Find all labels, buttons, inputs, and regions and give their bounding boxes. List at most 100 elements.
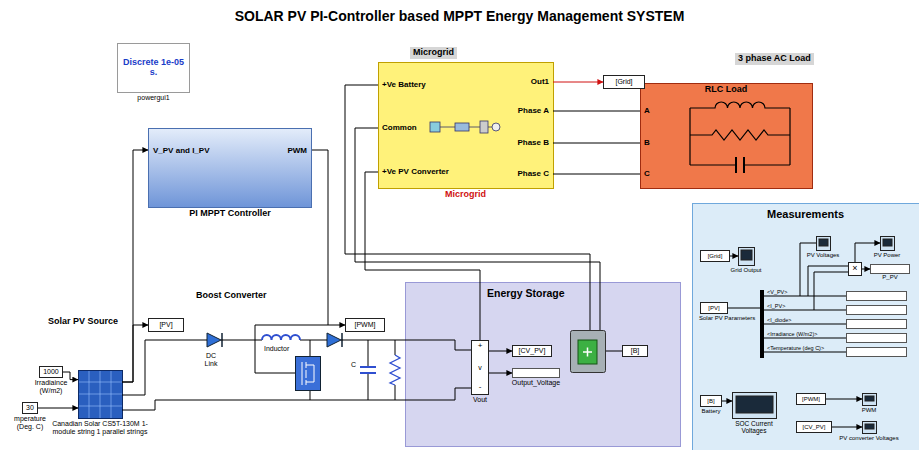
panel-fill	[379, 63, 919, 450]
goto-tag: [Grid]	[603, 75, 645, 89]
block-label: [B]	[707, 398, 714, 405]
scope-icon	[741, 250, 752, 260]
signal-connector	[122, 325, 148, 382]
annotation-label: Boost Converter	[196, 291, 267, 301]
rlc-load-block: 3 phase AC LoadRLC LoadABC	[640, 83, 812, 188]
block-label: [CV_PV]	[802, 424, 825, 431]
block-label: Solar PV Parameters	[699, 315, 755, 322]
scope-icon	[863, 422, 877, 434]
block-label: PWM	[862, 407, 877, 414]
annotation-label: <I_PV>	[767, 303, 785, 309]
block-label: Vout	[473, 396, 487, 404]
pv-panel-icon	[79, 371, 122, 418]
block-label: [CV_PV]	[519, 347, 546, 355]
rlc-symbol	[690, 102, 790, 173]
diode-symbol	[205, 333, 345, 347]
block-label: +	[478, 342, 483, 351]
block-label: A	[644, 107, 650, 116]
scope-icon	[865, 396, 874, 401]
block-label: Phase C	[517, 170, 549, 179]
microgrid-block: Microgrid+Ve BatteryCommon+Ve PV Convert…	[378, 62, 553, 188]
signal-connector	[826, 399, 862, 400]
goto-tag: [CV_PV]	[512, 345, 552, 357]
diode-symbol	[205, 340, 345, 341]
block-label: V_PV and I_PV	[153, 147, 209, 156]
block-label: 30	[26, 404, 34, 412]
block-label: PWM	[287, 147, 307, 156]
from-tag: [B]Battery	[700, 395, 722, 407]
goto-tag: [B]	[622, 345, 648, 357]
signal-connector	[38, 408, 78, 409]
scope-icon	[819, 239, 828, 246]
voltage-sensor: +v-Vout	[471, 340, 489, 395]
panel-fill	[379, 63, 554, 189]
signal-connector	[553, 82, 603, 83]
from-tag: [PV]Solar PV Parameters	[700, 302, 728, 314]
block-label: B	[644, 139, 650, 148]
block-label: Phase A	[518, 107, 549, 116]
rlc-symbol	[690, 102, 790, 108]
block-label: Grid Output	[730, 267, 761, 274]
battery-symbol	[583, 348, 592, 357]
scope-block: Grid Output	[738, 247, 754, 265]
product-block: ×	[848, 262, 862, 276]
circuit-wire	[400, 388, 471, 400]
display-block: Output_Voltage	[512, 368, 560, 378]
block-label: Microgrid	[410, 47, 457, 59]
microgrid-internals	[455, 123, 469, 131]
display-block	[847, 306, 907, 315]
block-label: [Grid]	[615, 78, 632, 86]
block-label: Output_Voltage	[512, 379, 560, 387]
annotation-label: C	[351, 361, 356, 369]
display-block: P_PV	[870, 264, 910, 274]
signal-connector	[312, 150, 345, 325]
pv-panel-icon	[79, 371, 123, 419]
circuit-wire	[345, 85, 590, 330]
constant-block: 30mperature (Deg. C)	[22, 402, 38, 414]
signal-connector	[832, 427, 862, 428]
circuit-wire	[728, 308, 760, 309]
inductor-symbol	[262, 335, 300, 340]
rlc-symbol	[736, 157, 744, 173]
circuit-wire	[122, 400, 400, 410]
battery-symbol	[571, 331, 606, 373]
block-label: Canadian Solar CS5T-130M 1-module string…	[50, 420, 150, 435]
diode-symbol	[207, 333, 221, 347]
battery-symbol	[571, 331, 606, 373]
display-block	[847, 348, 907, 357]
circuit-wire	[764, 296, 846, 352]
panel-fill	[641, 84, 813, 189]
block-label: P_PV	[882, 274, 897, 281]
constant-block: 1000Irradiaince (W/m2)	[39, 366, 63, 378]
microgrid-internals	[430, 122, 440, 132]
goto-tag: [PWM]	[345, 318, 385, 332]
block-label: 1000	[43, 368, 59, 376]
signal-connector	[63, 372, 78, 380]
block-label: Common	[382, 124, 417, 133]
rlc-symbol	[690, 108, 790, 165]
scope-icon	[817, 237, 831, 251]
block-label: Battery	[701, 408, 720, 415]
controller-block: V_PV and I_PVPWMPI MPPT Controller	[148, 128, 312, 208]
block-label: C	[644, 170, 650, 179]
goto-tag: [PV]	[148, 318, 184, 332]
solver-block: Discrete 1e-05 s.powergui1	[117, 43, 190, 93]
scope-icon	[883, 239, 892, 246]
scope-icon	[881, 237, 895, 251]
display-block	[847, 320, 907, 329]
block-label: [PV]	[708, 305, 719, 312]
block-label: [B]	[631, 347, 640, 355]
block-label: Energy Storage	[487, 288, 565, 300]
pv-array: Canadian Solar CS5T-130M 1-module string…	[78, 370, 122, 418]
resistor-symbol	[390, 355, 400, 385]
annotation-label: Solar PV Source	[48, 317, 118, 327]
block-label: Phase B	[517, 139, 549, 148]
block-label: Discrete 1e-05 s.	[122, 58, 186, 78]
capacitor-symbol	[360, 367, 376, 373]
signal-connector	[489, 373, 512, 374]
block-label: ×	[852, 264, 857, 274]
mosfet-symbol	[296, 357, 321, 391]
signal-connector	[489, 351, 512, 352]
signal-connector	[553, 174, 640, 175]
